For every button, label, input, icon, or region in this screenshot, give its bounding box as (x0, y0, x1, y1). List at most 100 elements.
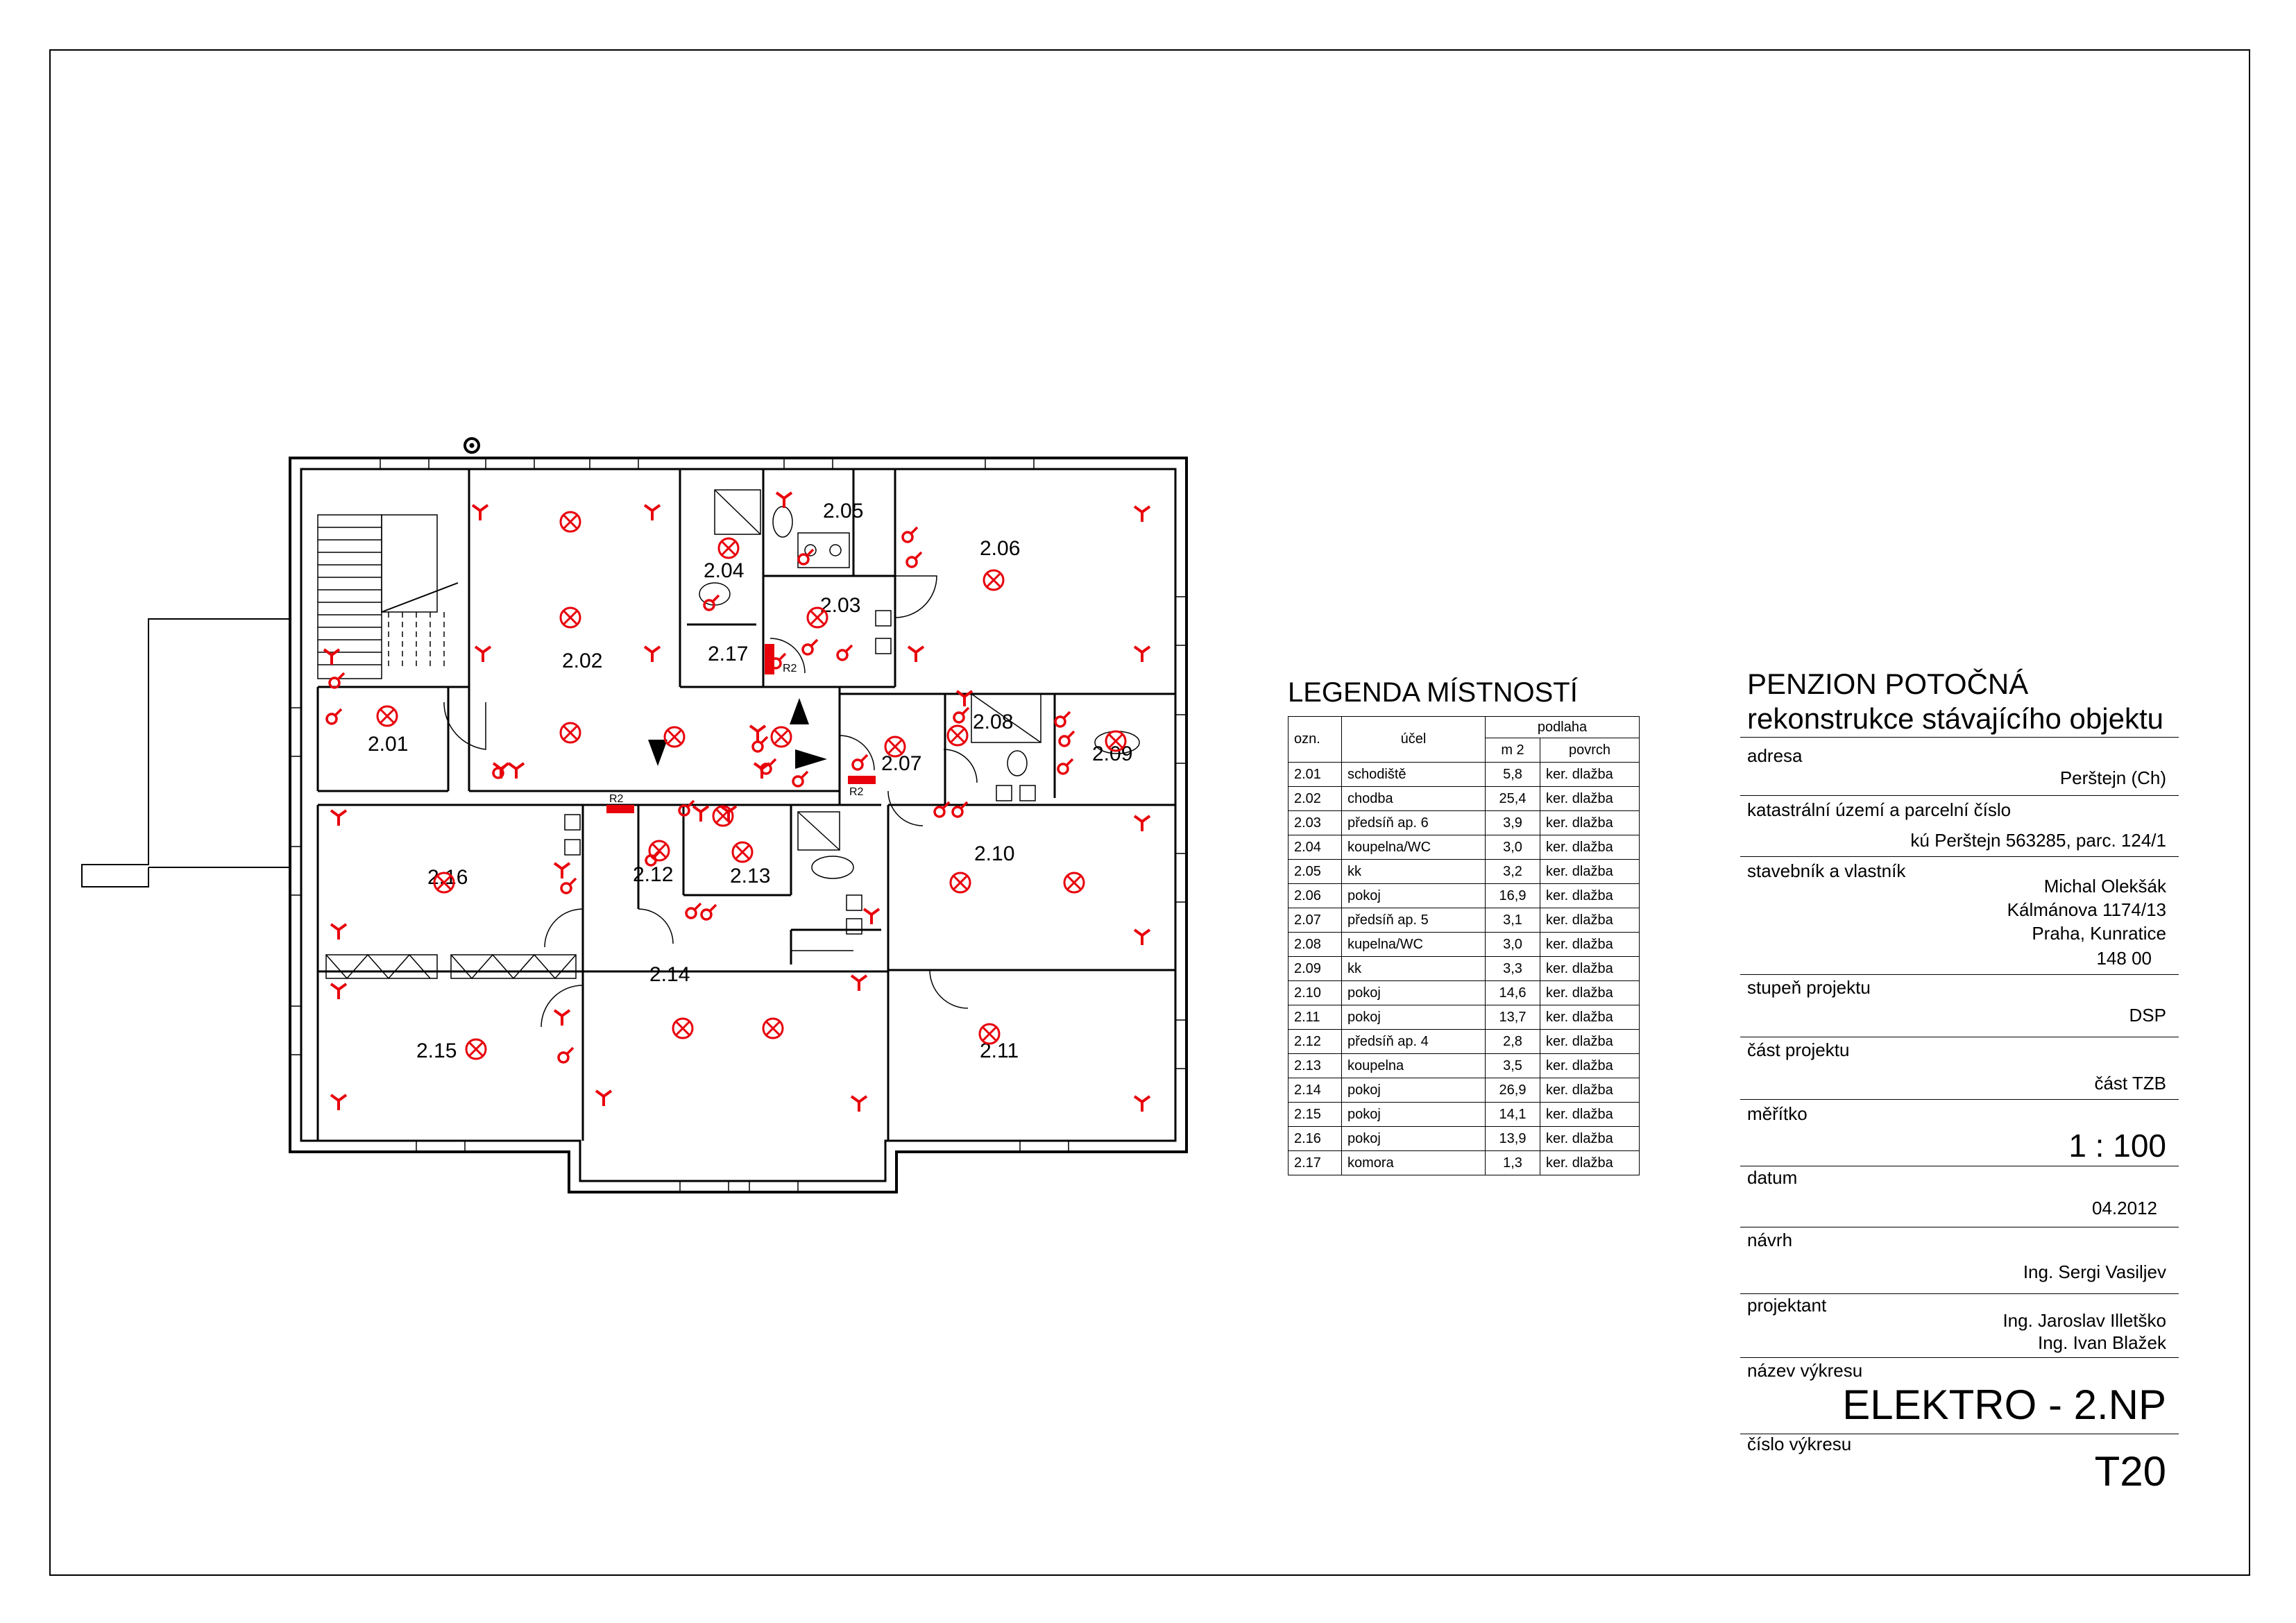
switch-icon (560, 877, 577, 894)
socket-icon (850, 974, 868, 992)
project-subtitle: rekonstrukce stávajícího objektu (1747, 702, 2163, 735)
interior-walls (316, 469, 1175, 1141)
switch-icon (836, 644, 853, 661)
legend-cell-ucel: kk (1341, 956, 1486, 981)
switch-icon (678, 799, 695, 817)
legend-cell-povrch: ker. dlažba (1540, 883, 1640, 908)
legend-cell-ozn: 2.15 (1288, 1102, 1342, 1127)
legend-cell-povrch: ker. dlažba (1540, 908, 1640, 933)
legend-cell-m2: 3,2 (1485, 859, 1540, 884)
designer-line-1: Ing. Jaroslav Illetško (2002, 1310, 2166, 1331)
wardrobe (325, 953, 577, 980)
legend-cell-ucel: koupelna (1341, 1053, 1486, 1078)
room-label-2.12: 2.12 (633, 863, 673, 886)
legend-cell-m2: 13,7 (1485, 1005, 1540, 1030)
legend-cell-m2: 3,1 (1485, 908, 1540, 933)
left-annex (81, 618, 290, 887)
room-label-2.14: 2.14 (649, 963, 690, 986)
legend-cell-m2: 25,4 (1485, 786, 1540, 811)
distribution-board-label: R2 (609, 793, 624, 805)
owner-line-1: Michal Olekšák (2043, 876, 2166, 897)
legend-cell-ucel: pokoj (1341, 1005, 1486, 1030)
switch-icon (557, 1046, 575, 1064)
legend-cell-ucel: předsíň ap. 6 (1341, 810, 1486, 835)
socket-icon (330, 1094, 348, 1112)
legend-cell-ozn: 2.03 (1288, 810, 1342, 835)
socket-icon (862, 908, 881, 926)
address-value: Perštejn (Ch) (2059, 767, 2166, 788)
legend-cell-ucel: předsíň ap. 4 (1341, 1029, 1486, 1054)
light-icon (559, 606, 581, 629)
legend-cell-povrch: ker. dlažba (1540, 932, 1640, 957)
legend-cell-ucel: koupelna/WC (1341, 835, 1486, 860)
socket-icon (643, 645, 661, 663)
distribution-board-label: R2 (783, 663, 797, 674)
legend-cell-m2: 26,9 (1485, 1078, 1540, 1103)
distribution-boards: R2 R2 R2 (606, 644, 876, 813)
room-label-2.10: 2.10 (974, 842, 1014, 865)
drawing-name-value: ELEKTRO - 2.NP (1842, 1382, 2166, 1428)
light-icon (949, 872, 971, 894)
legend-title: LEGENDA MÍSTNOSTÍ (1288, 677, 1578, 708)
distribution-board (606, 805, 634, 813)
owner-line-3: Praha, Kunratice (2032, 923, 2166, 944)
legend-cell-ozn: 2.06 (1288, 883, 1342, 908)
legend-cell-povrch: ker. dlažba (1540, 859, 1640, 884)
legend-cell-ucel: komora (1341, 1150, 1486, 1175)
legend-cell-m2: 14,6 (1485, 980, 1540, 1005)
scale-value: 1 : 100 (2068, 1128, 2166, 1164)
switch-icon (801, 638, 819, 656)
light-icon (376, 705, 398, 727)
room-label-2.09: 2.09 (1092, 742, 1132, 765)
socket-icon (1133, 645, 1151, 663)
legend-cell-ozn: 2.07 (1288, 908, 1342, 933)
distribution-board (848, 776, 876, 784)
legend-cell-povrch: ker. dlažba (1540, 956, 1640, 981)
legend-cell-m2: 5,8 (1485, 762, 1540, 787)
light-icon (1063, 872, 1085, 894)
room-label-2.05: 2.05 (823, 500, 863, 522)
socket-icon (330, 809, 348, 827)
legend-cell-ozn: 2.09 (1288, 956, 1342, 981)
legend-header-row: ozn. účel podlaha (1288, 716, 1640, 763)
part-label: část projektu (1747, 1039, 1850, 1060)
legend-cell-povrch: ker. dlažba (1540, 1150, 1640, 1175)
legend-cell-povrch: ker. dlažba (1540, 762, 1640, 787)
switch-icon (1058, 730, 1075, 747)
legend-cell-ozn: 2.14 (1288, 1078, 1342, 1103)
design-label: návrh (1747, 1230, 1793, 1250)
socket-icon (474, 645, 492, 663)
socket-icon (330, 923, 348, 941)
legend-cell-m2: 3,3 (1485, 956, 1540, 981)
drawing-number-label: číslo výkresu (1747, 1434, 1852, 1454)
switch-icon (901, 526, 919, 543)
date-label: datum (1747, 1167, 1798, 1188)
legend-cell-ozn: 2.12 (1288, 1029, 1342, 1054)
legend-header-m2: m 2 (1485, 738, 1540, 763)
legend-cell-m2: 3,0 (1485, 835, 1540, 860)
switch-icon (905, 551, 923, 568)
legend-header-ucel: účel (1341, 716, 1486, 763)
socket-icon (1133, 505, 1151, 523)
socket-icon (775, 491, 793, 509)
sanitary-fixtures (564, 489, 1140, 951)
floor-plan (81, 437, 1188, 1193)
legend-cell-povrch: ker. dlažba (1540, 835, 1640, 860)
light-icon (806, 606, 828, 629)
legend-cell-povrch: ker. dlažba (1540, 810, 1640, 835)
legend-cell-ozn: 2.02 (1288, 786, 1342, 811)
socket-icon (1133, 928, 1151, 946)
distribution-board-label: R2 (849, 786, 864, 798)
room-label-2.08: 2.08 (973, 711, 1013, 733)
switch-icon (1054, 711, 1071, 728)
light-icon (465, 1038, 487, 1060)
